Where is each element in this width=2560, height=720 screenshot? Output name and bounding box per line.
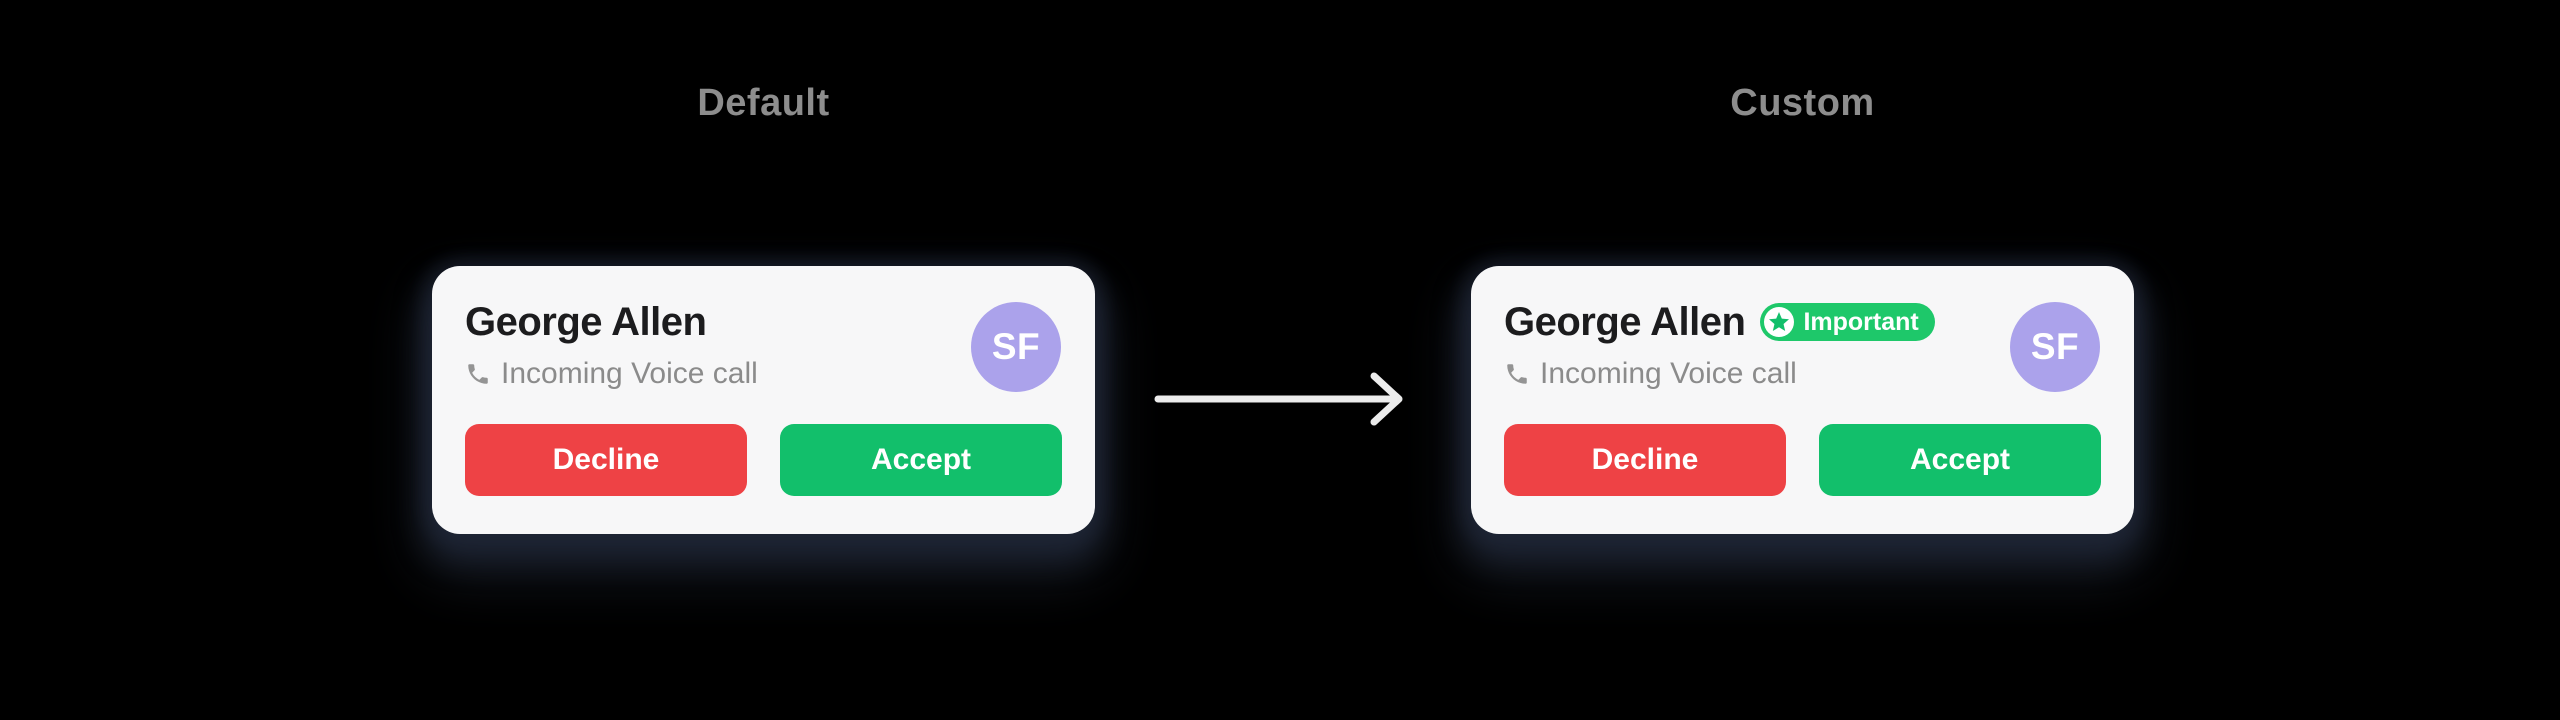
avatar-initials: SF bbox=[991, 326, 1041, 367]
arrow-right-icon bbox=[1154, 372, 1403, 426]
incoming-call-card-default: George Allen Incoming Voice call Decline… bbox=[432, 266, 1095, 534]
accept-button[interactable]: Accept bbox=[1819, 424, 2101, 496]
name-row: George Allen bbox=[465, 300, 1062, 344]
star-icon bbox=[1764, 307, 1795, 337]
badge-label: Important bbox=[1803, 307, 1919, 336]
avatar-initials: SF bbox=[2030, 326, 2080, 367]
avatar: SF bbox=[971, 302, 1061, 392]
incoming-call-card-custom: George Allen Important Incoming Voice ca… bbox=[1471, 266, 2134, 534]
decline-button[interactable]: Decline bbox=[1504, 424, 1786, 496]
caller-name: George Allen bbox=[1504, 299, 1746, 344]
avatar: SF bbox=[2010, 302, 2100, 392]
call-type-label: Incoming Voice call bbox=[501, 357, 758, 390]
decline-button[interactable]: Decline bbox=[465, 424, 747, 496]
caller-name: George Allen bbox=[465, 299, 707, 344]
call-actions: Decline Accept bbox=[465, 424, 1062, 496]
phone-icon bbox=[1504, 361, 1530, 387]
important-badge: Important bbox=[1760, 303, 1935, 341]
phone-icon bbox=[465, 361, 491, 387]
name-row: George Allen Important bbox=[1504, 300, 2101, 344]
section-title-custom: Custom bbox=[1730, 82, 1875, 124]
call-actions: Decline Accept bbox=[1504, 424, 2101, 496]
call-type-row: Incoming Voice call bbox=[465, 355, 1062, 393]
call-type-row: Incoming Voice call bbox=[1504, 355, 2101, 393]
accept-button[interactable]: Accept bbox=[780, 424, 1062, 496]
section-title-default: Default bbox=[697, 82, 830, 124]
call-type-label: Incoming Voice call bbox=[1540, 357, 1797, 390]
